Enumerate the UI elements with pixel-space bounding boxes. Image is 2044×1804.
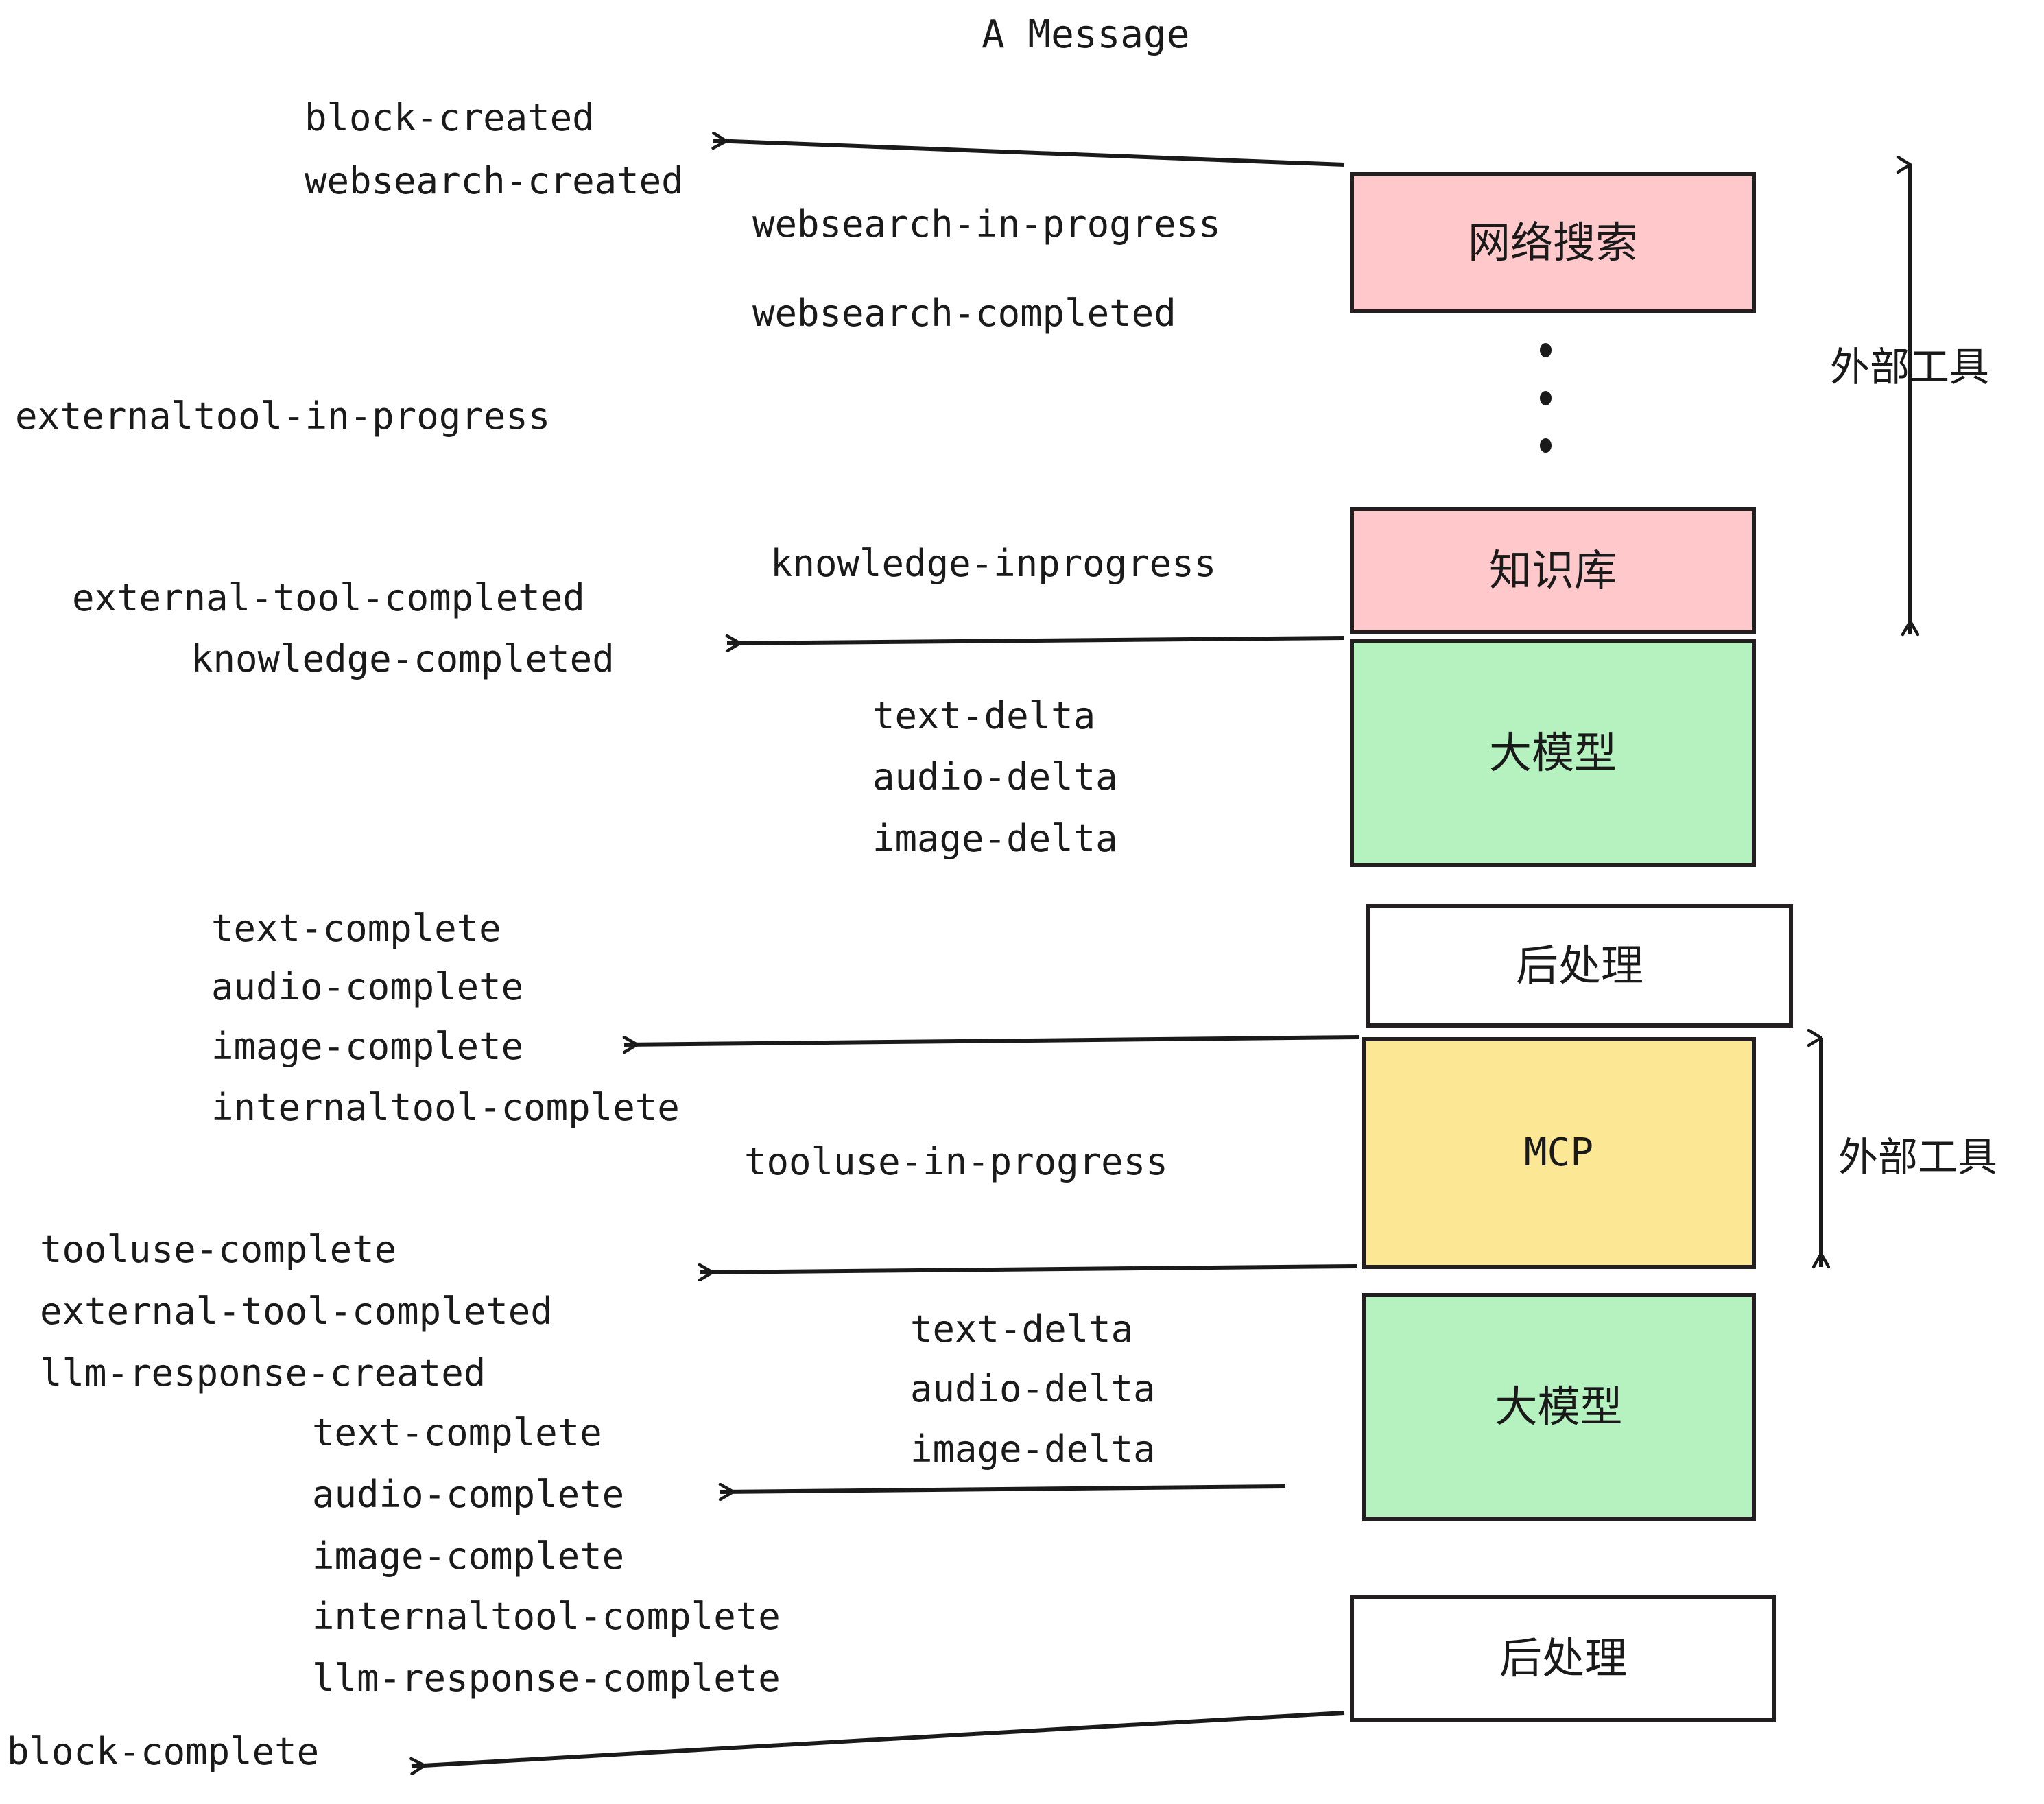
event-knowledge-completed: knowledge-completed	[191, 637, 615, 680]
event-audio-delta-first: audio-delta	[872, 755, 1118, 798]
node-websearch[interactable]: 网络搜索	[1350, 172, 1756, 313]
event-text-complete-second: text-complete	[312, 1411, 602, 1454]
arrow-postprocess-first-to-image-complete	[624, 1035, 1360, 1045]
event-websearch-in-progress: websearch-in-progress	[752, 202, 1221, 246]
node-postprocess-first-label: 后处理	[1515, 940, 1643, 990]
event-block-complete: block-complete	[7, 1730, 320, 1773]
event-image-delta-second: image-delta	[910, 1427, 1156, 1471]
event-tooluse-in-progress: tooluse-in-progress	[744, 1140, 1168, 1183]
event-externaltool-in-progress: externaltool-in-progress	[15, 394, 551, 438]
vertical-ellipsis	[1540, 343, 1552, 453]
event-llm-response-created: llm-response-created	[40, 1351, 486, 1394]
arrow-websearch-to-created	[713, 141, 1345, 167]
node-llm-first-label: 大模型	[1488, 727, 1617, 778]
event-text-delta-second: text-delta	[910, 1307, 1134, 1351]
node-postprocess-second-label: 后处理	[1499, 1633, 1627, 1683]
node-mcp-label: MCP	[1523, 1130, 1594, 1175]
side-label-external-tool-top: 外部工具	[1830, 344, 1990, 390]
event-external-tool-completed: external-tool-completed	[72, 576, 585, 619]
event-audio-delta-second: audio-delta	[910, 1367, 1156, 1410]
node-mcp[interactable]: MCP	[1362, 1037, 1756, 1269]
arrow-llm-second-to-audio-complete	[720, 1486, 1285, 1492]
event-image-complete-second: image-complete	[312, 1534, 625, 1578]
event-text-delta-first: text-delta	[872, 694, 1096, 737]
arrow-postprocess-second-to-block-complete	[412, 1711, 1345, 1766]
event-block-created: block-created	[305, 96, 595, 139]
event-audio-complete-second: audio-complete	[312, 1473, 625, 1516]
event-image-delta-first: image-delta	[872, 817, 1118, 860]
side-label-external-tool-bottom: 外部工具	[1838, 1134, 1998, 1180]
event-external-tool-completed-second: external-tool-completed	[40, 1290, 553, 1333]
event-text-complete-first: text-complete	[211, 907, 501, 950]
node-llm-second[interactable]: 大模型	[1362, 1293, 1756, 1521]
event-audio-complete-first: audio-complete	[211, 965, 524, 1008]
event-tooluse-complete: tooluse-complete	[40, 1228, 397, 1271]
event-internaltool-complete-second: internaltool-complete	[312, 1595, 781, 1638]
event-websearch-created: websearch-created	[305, 159, 684, 202]
event-internaltool-complete-first: internaltool-complete	[211, 1086, 680, 1129]
node-llm-first[interactable]: 大模型	[1350, 639, 1756, 867]
node-websearch-label: 网络搜索	[1467, 217, 1638, 268]
node-postprocess-first[interactable]: 后处理	[1366, 904, 1793, 1028]
event-knowledge-inprogress: knowledge-inprogress	[770, 542, 1217, 585]
arrow-mcp-to-tooluse-complete	[700, 1266, 1357, 1272]
event-websearch-completed: websearch-completed	[752, 292, 1176, 335]
diagram-title: A Message	[982, 12, 1190, 57]
node-postprocess-second[interactable]: 后处理	[1350, 1595, 1776, 1722]
node-knowledge-base-label: 知识库	[1488, 545, 1617, 595]
event-image-complete-first: image-complete	[211, 1025, 524, 1068]
node-knowledge-base[interactable]: 知识库	[1350, 507, 1756, 634]
node-llm-second-label: 大模型	[1495, 1381, 1623, 1432]
arrow-knowledge-to-completed	[727, 638, 1345, 643]
event-llm-response-complete: llm-response-complete	[312, 1657, 781, 1700]
